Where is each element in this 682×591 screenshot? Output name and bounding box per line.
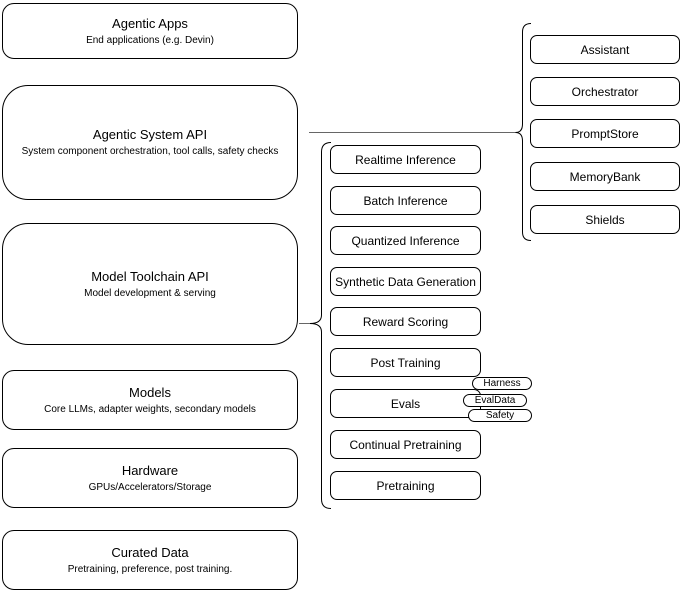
service-label: Pretraining [376,478,435,493]
service-box-evals: Evals [330,389,481,418]
service-label: Evals [390,396,421,411]
service-box-post-training: Post Training [330,348,481,377]
service-label: Quantized Inference [351,233,460,248]
box-curated-data: Curated Data Pretraining, preference, po… [2,530,298,590]
service-label: Continual Pretraining [349,437,462,452]
box-hardware: Hardware GPUs/Accelerators/Storage [2,448,298,508]
service-label: Realtime Inference [355,152,456,167]
eval-tag-harness: Harness [472,377,532,390]
box-subtitle: Pretraining, preference, post training. [67,563,233,575]
component-label: MemoryBank [569,169,641,184]
box-subtitle: Model development & serving [84,287,216,299]
box-title: Agentic System API [92,127,208,142]
eval-tag-evaldata: EvalData [463,394,527,407]
box-title: Models [129,384,171,400]
box-models: Models Core LLMs, adapter weights, secon… [2,370,298,430]
toolchain-group-bracket [309,142,332,509]
box-subtitle: GPUs/Accelerators/Storage [88,481,212,493]
service-box-reward-scoring: Reward Scoring [330,307,481,336]
service-box-quantized-inference: Quantized Inference [330,226,481,255]
service-box-realtime-inference: Realtime Inference [330,145,481,174]
component-box-assistant: Assistant [530,35,680,64]
service-box-batch-inference: Batch Inference [330,186,481,215]
box-title: Curated Data [111,544,189,560]
box-title: Model Toolchain API [91,268,209,284]
box-subtitle: End applications (e.g. Devin) [86,34,214,46]
box-agentic-apps: Agentic Apps End applications (e.g. Devi… [2,3,298,59]
component-label: Assistant [580,42,630,57]
box-agentic-system-api: Agentic System API System component orch… [2,85,298,200]
box-model-toolchain-api: Model Toolchain API Model development & … [2,223,298,345]
eval-tag-label: Harness [483,377,521,389]
service-box-pretraining: Pretraining [330,471,481,500]
box-title: Hardware [121,462,179,478]
service-label: Synthetic Data Generation [335,274,476,289]
component-box-promptstore: PromptStore [530,119,680,148]
service-box-synthetic-data-generation: Synthetic Data Generation [330,267,481,296]
component-box-memorybank: MemoryBank [530,162,680,191]
service-box-continual-pretraining: Continual Pretraining [330,430,481,459]
component-label: Orchestrator [571,84,639,99]
component-label: PromptStore [571,126,639,141]
component-box-orchestrator: Orchestrator [530,77,680,106]
box-subtitle: Core LLMs, adapter weights, secondary mo… [44,403,256,415]
eval-tag-label: Safety [485,409,515,421]
service-label: Batch Inference [363,193,448,208]
system-components-bracket [515,23,532,241]
box-subtitle: System component orchestration, tool cal… [21,146,279,157]
component-label: Shields [585,212,625,227]
service-label: Reward Scoring [362,314,449,329]
service-label: Post Training [370,355,441,370]
eval-tag-safety: Safety [468,409,532,422]
box-title: Agentic Apps [112,15,188,31]
eval-tag-label: EvalData [474,394,516,406]
component-box-shields: Shields [530,205,680,234]
